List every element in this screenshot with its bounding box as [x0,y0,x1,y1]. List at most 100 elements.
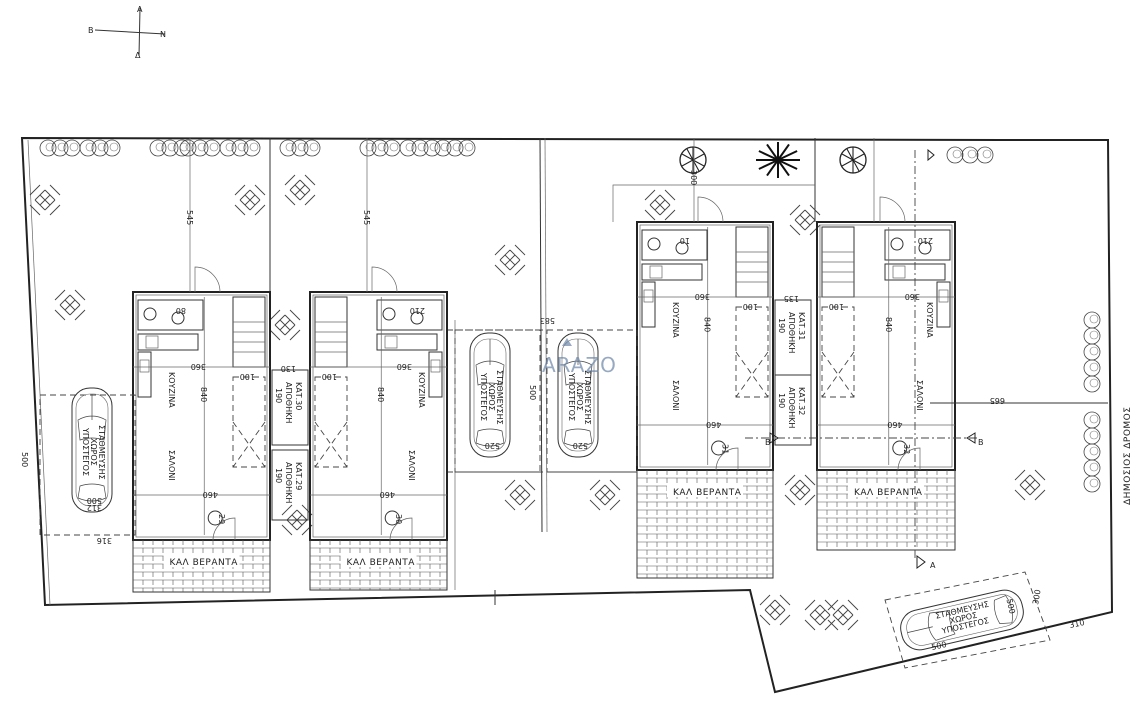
bathroom [641,229,708,261]
compass-label-west: Β [88,26,94,35]
parking-dimension: 500 [931,640,948,652]
shrub-icon [291,139,309,157]
unit-inner-walls [639,224,771,468]
width-dimension: 460 [887,420,902,429]
parking-dimension: 300 [1031,589,1043,606]
kitchen-counter [641,263,703,281]
shrub-icon [399,139,417,157]
sink-icon [643,289,654,303]
paving-pattern-icon [29,184,61,216]
hedge-shrub-icon [1083,327,1101,345]
storage-dimension: 190 [274,388,283,403]
parking-label-line1: ΥΠΟΣΤΕΓΟΣ [479,372,488,421]
bathroom [376,299,443,331]
kitchen-label: ΚΟΥΖΙΝΑ [417,372,426,408]
parking-bay-outline [39,394,136,536]
storage-label: ΑΠΟΘΗΚΗ [284,382,293,423]
bathroom [884,229,951,261]
veranda: ΚΑΛ ΒΕΡΑΝΤΑ [309,539,448,591]
toilet-icon [890,237,904,251]
parking-bay-outline [884,571,1051,669]
living-room-label: ΣΑΛΟΝΙ [407,450,416,481]
unit-walls [132,291,271,541]
shrub-icon [946,146,964,164]
storage-dimension: 190 [274,468,283,483]
hedge-shrub-icon [1083,443,1101,461]
parking-dimension: 316 [97,536,112,545]
veranda-label: ΚΑΛ ΒΕΡΑΝΤΑ [347,558,416,568]
hedge-shrub-icon [1083,427,1101,445]
unit-walls [309,291,448,541]
shrub-icon [303,139,321,157]
washbasin-icon [171,311,185,325]
width-dimension: 460 [203,490,218,499]
storage-dimension: 190 [777,318,786,333]
shrub-icon [371,139,389,157]
unit-number: 31 [721,444,730,454]
unit-30: ΚΑΛ ΒΕΡΑΝΤΑ210100840460360ΚΟΥΖΙΝΑΣΑΛΟΝΙ3… [309,138,448,591]
paving-pattern-icon [589,479,621,511]
shrub-icon [446,139,464,157]
unit-number-badge [384,510,400,526]
veranda-label: ΚΑΛ ΒΕΡΑΝΤΑ [673,488,742,498]
storage-category: ΚΑΤ.32 [797,387,806,415]
back-door [194,266,221,293]
hedge-shrub-icon [1083,411,1101,429]
kitchen-side-counter [137,351,152,398]
storage-dimension: 190 [777,393,786,408]
shrub-icon [411,139,429,157]
paving-pattern-icon [494,244,526,276]
length-dimension: 840 [376,387,385,402]
unit-walls [816,221,956,471]
unit-number: 32 [902,444,911,454]
parking-dimension-inner: 500 [87,496,102,505]
palm-tree-icon [756,142,800,178]
unit-32: ΚΑΛ ΒΕΡΑΝΤΑ210100840460360ΚΟΥΖΙΝΑΣΑΛΟΝΙ3… [816,138,956,551]
landscaping [29,139,1101,631]
unit-number: 30 [394,514,403,524]
paving-pattern-icon [804,599,836,631]
kitchen-side-counter [641,281,656,328]
toilet-icon [647,237,661,251]
kitchen-counter [137,333,199,351]
unit-inner-walls [135,294,268,538]
hedge-shrub-icon [1083,311,1101,329]
veranda: ΚΑΛ ΒΕΡΑΝΤΑ [636,469,774,579]
kitchen-side-counter [428,351,443,398]
sink-icon [430,359,441,373]
section-marker-b: Β Β [745,432,984,447]
veranda: ΚΑΛ ΒΕΡΑΝΤΑ [132,539,271,593]
parking-dimension: 312 [87,503,102,512]
unit-number-badge [207,510,223,526]
washbasin-icon [410,311,424,325]
parking-label-line3: ΣΤΑΘΜΕΥΣΗΣ [97,425,106,480]
section-label-b-right: Β [978,438,984,447]
width-dimension: 460 [706,420,721,429]
unit-number: 29 [217,514,226,524]
storage-label: ΑΠΟΘΗΚΗ [787,387,796,428]
unit-inner-walls [819,224,953,468]
bathroom-dimension: 80 [176,306,186,315]
kitchen-side-counter [936,281,951,328]
veranda-label: ΚΑΛ ΒΕΡΑΝΤΑ [854,488,923,498]
garden-dimension: 545 [362,210,371,225]
street-label: ΔΗΜΟΣΙΟΣ ΔΡΟΜΟΣ [1123,407,1133,505]
shrub-icon [243,139,261,157]
sink-icon [139,359,150,373]
section-label-a: Α [930,561,936,570]
sink-icon [938,289,949,303]
parking-label-line1: ΥΠΟΣΤΕΓΟΣ [567,372,576,421]
shrub-icon [219,139,237,157]
kitchen-label: ΚΟΥΖΙΝΑ [925,302,934,338]
hedge-shrub-icon [1083,475,1101,493]
unit-inner-walls [312,294,445,538]
unit-number-badge [711,440,727,456]
shrub-icon [63,139,81,157]
compass-label-top: Α [137,5,143,14]
shrub-icon [103,139,121,157]
